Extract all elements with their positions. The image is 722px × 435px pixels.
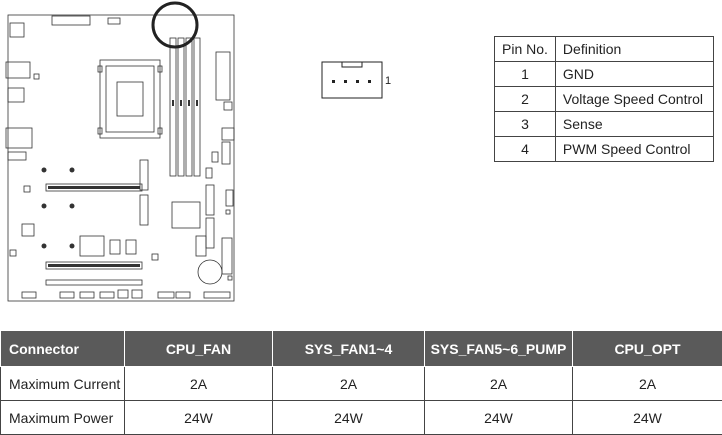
cell-value: 24W [425,401,573,435]
table-header-row: Pin No. Definition [495,37,714,62]
pin-definition: Voltage Speed Control [555,87,713,112]
cell-value: 2A [573,367,722,401]
pin-number: 3 [495,112,556,137]
table-row: Maximum Power 24W 24W 24W 24W [1,401,722,435]
table-row: 2 Voltage Speed Control [495,87,714,112]
cell-value: 24W [573,401,722,435]
pin-definition: Sense [555,112,713,137]
table-row: 1 GND [495,62,714,87]
pin-number: 4 [495,137,556,162]
pin-definition: PWM Speed Control [555,137,713,162]
connector-spec-table: Connector CPU_FAN SYS_FAN1~4 SYS_FAN5~6_… [0,330,722,435]
header-sys-fan1-4: SYS_FAN1~4 [273,331,425,367]
header-cpu-fan: CPU_FAN [125,331,273,367]
pin-number: 1 [495,62,556,87]
table-header-row: Connector CPU_FAN SYS_FAN1~4 SYS_FAN5~6_… [1,331,722,367]
cell-value: 2A [273,367,425,401]
row-label: Maximum Current [1,367,125,401]
pin-definition-table: Pin No. Definition 1 GND 2 Voltage Speed… [494,36,714,162]
header-cpu-opt: CPU_OPT [573,331,722,367]
pin-definition: GND [555,62,713,87]
fan-header-diagram [318,58,388,102]
header-definition: Definition [555,37,713,62]
row-label: Maximum Power [1,401,125,435]
table-row: 3 Sense [495,112,714,137]
table-row: Maximum Current 2A 2A 2A 2A [1,367,722,401]
pin-number: 2 [495,87,556,112]
motherboard-diagram [0,0,240,305]
cell-value: 2A [125,367,273,401]
header-pin-no: Pin No. [495,37,556,62]
header-sys-fan5-6-pump: SYS_FAN5~6_PUMP [425,331,573,367]
cell-value: 24W [125,401,273,435]
header-connector: Connector [1,331,125,367]
table-row: 4 PWM Speed Control [495,137,714,162]
cell-value: 2A [425,367,573,401]
cell-value: 24W [273,401,425,435]
pin-one-label: 1 [385,75,391,87]
